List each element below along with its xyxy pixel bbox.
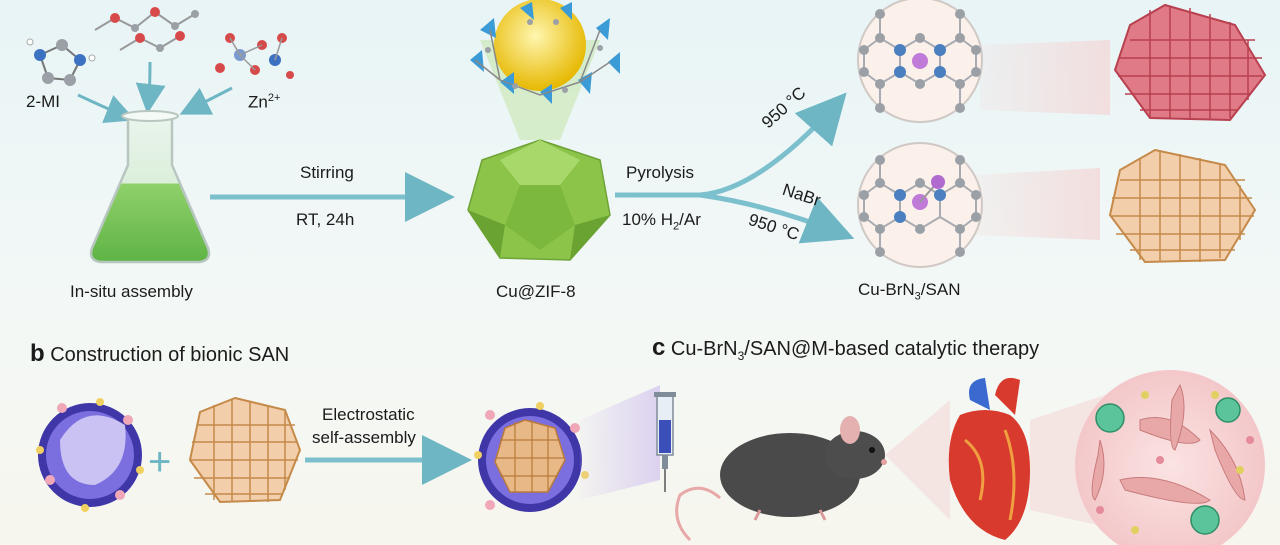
panel-b-title-text: Construction of bionic SAN bbox=[50, 344, 290, 366]
label-zn-sup: 2+ bbox=[267, 92, 281, 104]
bionic-san-icon bbox=[474, 402, 589, 512]
arrow-ligand-to-flask bbox=[135, 61, 166, 114]
label-self-assembly: self-assembly bbox=[312, 428, 416, 447]
label-cu-zif8: Cu@ZIF-8 bbox=[496, 282, 576, 301]
panel-c-sub: 3 bbox=[737, 349, 745, 363]
label-h2-pre: 10% H bbox=[622, 210, 674, 229]
cu-brn3-structure-circle bbox=[857, 142, 983, 268]
plus-sign: + bbox=[148, 440, 172, 484]
label-electrostatic: Electrostatic bbox=[322, 405, 415, 424]
panel-c-title: c Cu-BrN3/SAN@M-based catalytic therapy bbox=[652, 334, 1039, 363]
liposome-membrane-icon bbox=[36, 398, 144, 512]
porous-san-tan-icon bbox=[1108, 148, 1257, 264]
label-h2-ar: 10% H2/Ar bbox=[622, 210, 701, 232]
label-h2-sub: 2 bbox=[673, 220, 680, 233]
zif-cage-structure-icon bbox=[470, 0, 620, 104]
2-mi-molecule-icon bbox=[26, 38, 96, 86]
panel-b-title: b Construction of bionic SAN bbox=[30, 340, 289, 368]
pyrolysis-arrow-bottom bbox=[699, 192, 855, 244]
syringe-icon bbox=[654, 392, 676, 492]
cu-n4-structure-circle bbox=[857, 0, 983, 123]
zn-salt-molecule-icon bbox=[215, 33, 294, 79]
panel-c-letter: c bbox=[652, 334, 666, 361]
label-product-post: /SAN bbox=[920, 280, 961, 299]
label-zn-base: Zn bbox=[248, 92, 268, 112]
label-h2-post: /Ar bbox=[679, 210, 701, 229]
arrow-zn-to-flask bbox=[179, 86, 233, 115]
zif8-crystal-icon bbox=[467, 139, 611, 261]
label-pyrolysis: Pyrolysis bbox=[626, 163, 695, 182]
panel-c-pre: Cu-BrN bbox=[670, 338, 738, 360]
ligand-molecule-icon bbox=[94, 7, 199, 52]
label-stirring: Stirring bbox=[300, 163, 354, 182]
erlenmeyer-flask-icon bbox=[89, 110, 211, 264]
panel-c-post: /SAN@M-based catalytic therapy bbox=[744, 338, 1040, 360]
porous-san-red-icon bbox=[1113, 3, 1267, 122]
label-product-pre: Cu-BrN bbox=[858, 280, 915, 299]
label-in-situ-assembly: In-situ assembly bbox=[70, 282, 193, 301]
heart-icon bbox=[948, 377, 1030, 540]
zoom-beam-syringe bbox=[580, 385, 660, 500]
panel-b-letter: b bbox=[30, 340, 45, 367]
label-zn: Zn2+ bbox=[248, 92, 280, 113]
label-rt-24h: RT, 24h bbox=[296, 210, 355, 229]
zoom-beam-top bbox=[980, 40, 1110, 115]
porous-san-tan-icon-b bbox=[188, 396, 302, 504]
cardiac-tissue-circle bbox=[1075, 370, 1265, 545]
zoom-beam-heart bbox=[885, 400, 950, 520]
label-product-sub: 3 bbox=[914, 290, 921, 303]
label-cu-brn3-san: Cu-BrN3/SAN bbox=[858, 280, 960, 302]
mouse-icon bbox=[675, 416, 887, 542]
zoom-beam-bottom bbox=[975, 168, 1100, 240]
label-2mi: 2-MI bbox=[26, 92, 60, 111]
